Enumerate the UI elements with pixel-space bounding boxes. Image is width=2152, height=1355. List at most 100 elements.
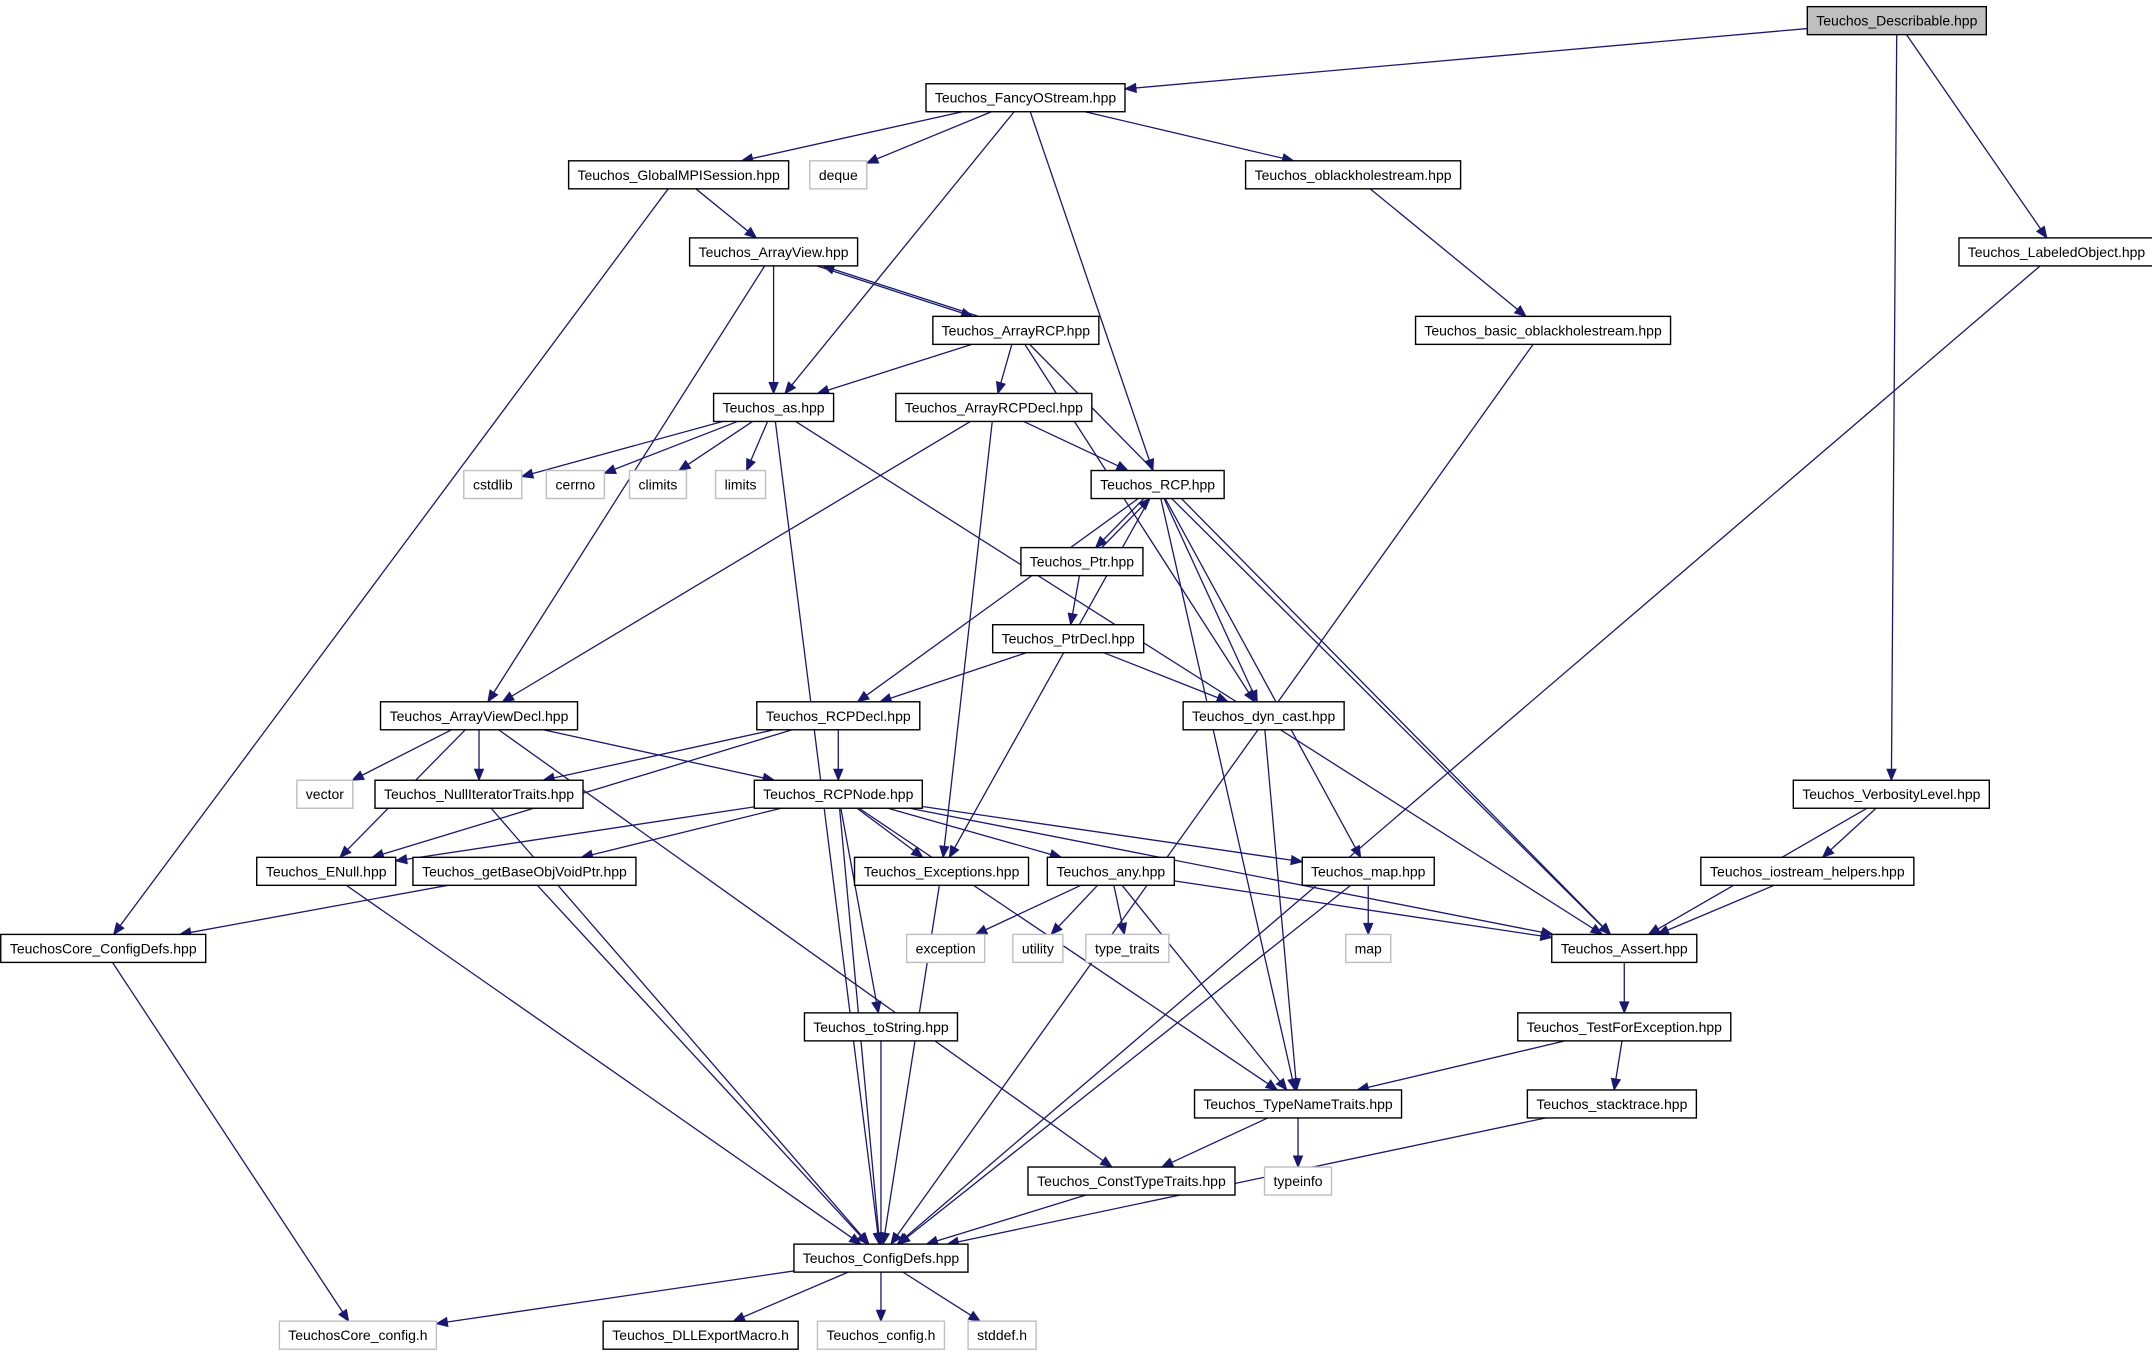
edge-line <box>890 652 1027 699</box>
node-ptrdecl[interactable]: Teuchos_PtrDecl.hpp <box>991 623 1145 654</box>
node-tostring[interactable]: Teuchos_toString.hpp <box>803 1012 959 1042</box>
node-label: Teuchos_toString.hpp <box>813 1019 949 1035</box>
node-box <box>256 856 397 887</box>
node-box <box>1046 856 1176 887</box>
node-label: Teuchos_oblackholestream.hpp <box>1255 167 1452 183</box>
node-dllexport[interactable]: Teuchos_DLLExportMacro.h <box>602 1320 799 1350</box>
edge-line <box>1113 885 1123 924</box>
node-dyncast[interactable]: Teuchos_dyn_cast.hpp <box>1182 701 1345 731</box>
arrowhead <box>1115 460 1130 472</box>
node-label: TeuchosCore_ConfigDefs.hpp <box>10 940 197 956</box>
node-fancy[interactable]: Teuchos_FancyOStream.hpp <box>925 83 1126 113</box>
node-getbase[interactable]: Teuchos_getBaseObjVoidPtr.hpp <box>412 856 637 887</box>
edge-rcp-to-dyncast <box>1163 498 1258 703</box>
node-box <box>895 392 1093 423</box>
arrowhead <box>1290 854 1304 866</box>
node-coreconfigdefs[interactable]: TeuchosCore_ConfigDefs.hpp <box>0 933 207 964</box>
node-arrayview[interactable]: Teuchos_ArrayView.hpp <box>688 237 859 267</box>
edge-arrayrcp-to-as <box>816 343 973 395</box>
node-describable[interactable]: Teuchos_Describable.hpp <box>1806 5 1988 36</box>
edge-rcp-to-rcpdecl <box>856 498 1139 703</box>
arrowhead <box>875 1309 887 1323</box>
node-label: Teuchos_config.h <box>826 1327 935 1343</box>
node-label: Teuchos_Ptr.hpp <box>1030 554 1135 570</box>
node-label: Teuchos_RCPDecl.hpp <box>766 708 911 724</box>
node-label: Teuchos_TypeNameTraits.hpp <box>1203 1096 1393 1112</box>
edge-line <box>902 1271 972 1316</box>
node-oblack[interactable]: Teuchos_oblackholestream.hpp <box>1244 160 1462 190</box>
edge-arrayview-to-arrayrcp <box>816 265 974 318</box>
node-configdefs[interactable]: Teuchos_ConfigDefs.hpp <box>793 1243 969 1273</box>
node-box <box>714 469 767 500</box>
node-consttype[interactable]: Teuchos_ConstTypeTraits.hpp <box>1027 1166 1236 1196</box>
node-iohelpers[interactable]: Teuchos_iostream_helpers.hpp <box>1700 856 1915 887</box>
node-nulliter[interactable]: Teuchos_NullIteratorTraits.hpp <box>374 779 584 809</box>
edge-line <box>774 421 879 1234</box>
edge-configdefs-to-stddef <box>902 1271 982 1322</box>
arrowhead <box>339 845 352 859</box>
node-box <box>1958 237 2152 267</box>
node-arrayrcp[interactable]: Teuchos_ArrayRCP.hpp <box>932 315 1100 346</box>
arrowhead <box>875 1232 887 1246</box>
arrowhead <box>112 922 125 936</box>
edge-globalmpi-to-arrayview <box>695 188 758 239</box>
node-label: stddef.h <box>977 1327 1027 1343</box>
node-typename[interactable]: Teuchos_TypeNameTraits.hpp <box>1193 1089 1403 1119</box>
node-box <box>296 779 354 809</box>
node-ptr[interactable]: Teuchos_Ptr.hpp <box>1020 546 1144 577</box>
node-globalmpi[interactable]: Teuchos_GlobalMPISession.hpp <box>567 160 790 190</box>
node-rcpnode[interactable]: Teuchos_RCPNode.hpp <box>753 779 923 809</box>
edge-line <box>1174 880 1541 937</box>
arrowhead <box>768 381 779 395</box>
node-assert[interactable]: Teuchos_Assert.hpp <box>1551 933 1698 964</box>
edge-configdefs-to-dllexport <box>732 1271 849 1322</box>
node-any[interactable]: Teuchos_any.hpp <box>1046 856 1176 887</box>
edge-describable-to-fancy <box>1123 27 1808 94</box>
node-verbosity[interactable]: Teuchos_VerbosityLevel.hpp <box>1792 779 1991 809</box>
node-testforexc[interactable]: Teuchos_TestForException.hpp <box>1517 1012 1732 1042</box>
node-vector: vector <box>296 779 354 809</box>
node-rcpdecl[interactable]: Teuchos_RCPDecl.hpp <box>756 701 921 731</box>
edge-line <box>752 111 963 160</box>
node-label: TeuchosCore_config.h <box>288 1327 427 1343</box>
edge-fancy-to-as <box>784 111 1015 395</box>
node-label: exception <box>916 940 976 956</box>
arrowhead <box>995 380 1007 395</box>
node-box <box>991 623 1145 654</box>
node-box <box>602 1320 799 1350</box>
node-arrayviewdecl[interactable]: Teuchos_ArrayViewDecl.hpp <box>379 701 579 731</box>
node-enull[interactable]: Teuchos_ENull.hpp <box>256 856 397 887</box>
edge-line <box>896 343 1534 1236</box>
node-label: cerrno <box>556 477 596 493</box>
node-box <box>1020 546 1144 577</box>
edge-coreconfigdefs-to-coreconfigh <box>111 962 350 1323</box>
node-label: Teuchos_FancyOStream.hpp <box>935 90 1117 106</box>
node-stacktrace[interactable]: Teuchos_stacktrace.hpp <box>1526 1089 1698 1119</box>
node-labeled[interactable]: Teuchos_LabeledObject.hpp <box>1958 237 2152 267</box>
node-arrayrcpdecl[interactable]: Teuchos_ArrayRCPDecl.hpp <box>895 392 1093 423</box>
arrowhead <box>1821 845 1835 859</box>
node-label: Teuchos_NullIteratorTraits.hpp <box>384 786 574 802</box>
edge-getbase-to-configdefs <box>536 884 869 1246</box>
node-exceptions[interactable]: Teuchos_Exceptions.hpp <box>853 856 1030 887</box>
node-map[interactable]: Teuchos_map.hpp <box>1301 856 1435 887</box>
node-rcp[interactable]: Teuchos_RCP.hpp <box>1090 469 1225 500</box>
edge-line <box>687 420 753 465</box>
edge-line <box>1071 575 1081 614</box>
node-box <box>756 701 921 731</box>
edge-line <box>345 884 853 1239</box>
node-as[interactable]: Teuchos_as.hpp <box>712 392 835 423</box>
arrowhead <box>744 226 758 239</box>
node-box <box>1244 160 1462 190</box>
arrowhead <box>1513 305 1527 318</box>
arrowhead <box>1275 1077 1288 1091</box>
node-label: Teuchos_VerbosityLevel.hpp <box>1802 786 1980 802</box>
node-basicoblack[interactable]: Teuchos_basic_oblackholestream.hpp <box>1414 315 1672 346</box>
arrowhead <box>435 1316 449 1328</box>
edge-typename-to-typeinfo <box>1292 1117 1304 1169</box>
edge-line <box>816 265 963 314</box>
node-box <box>0 933 207 964</box>
edge-line <box>695 188 749 232</box>
nodes-layer: Teuchos_Describable.hppTeuchos_FancyOStr… <box>0 5 2152 1350</box>
edge-rcpnode-to-tostring <box>840 808 882 1015</box>
